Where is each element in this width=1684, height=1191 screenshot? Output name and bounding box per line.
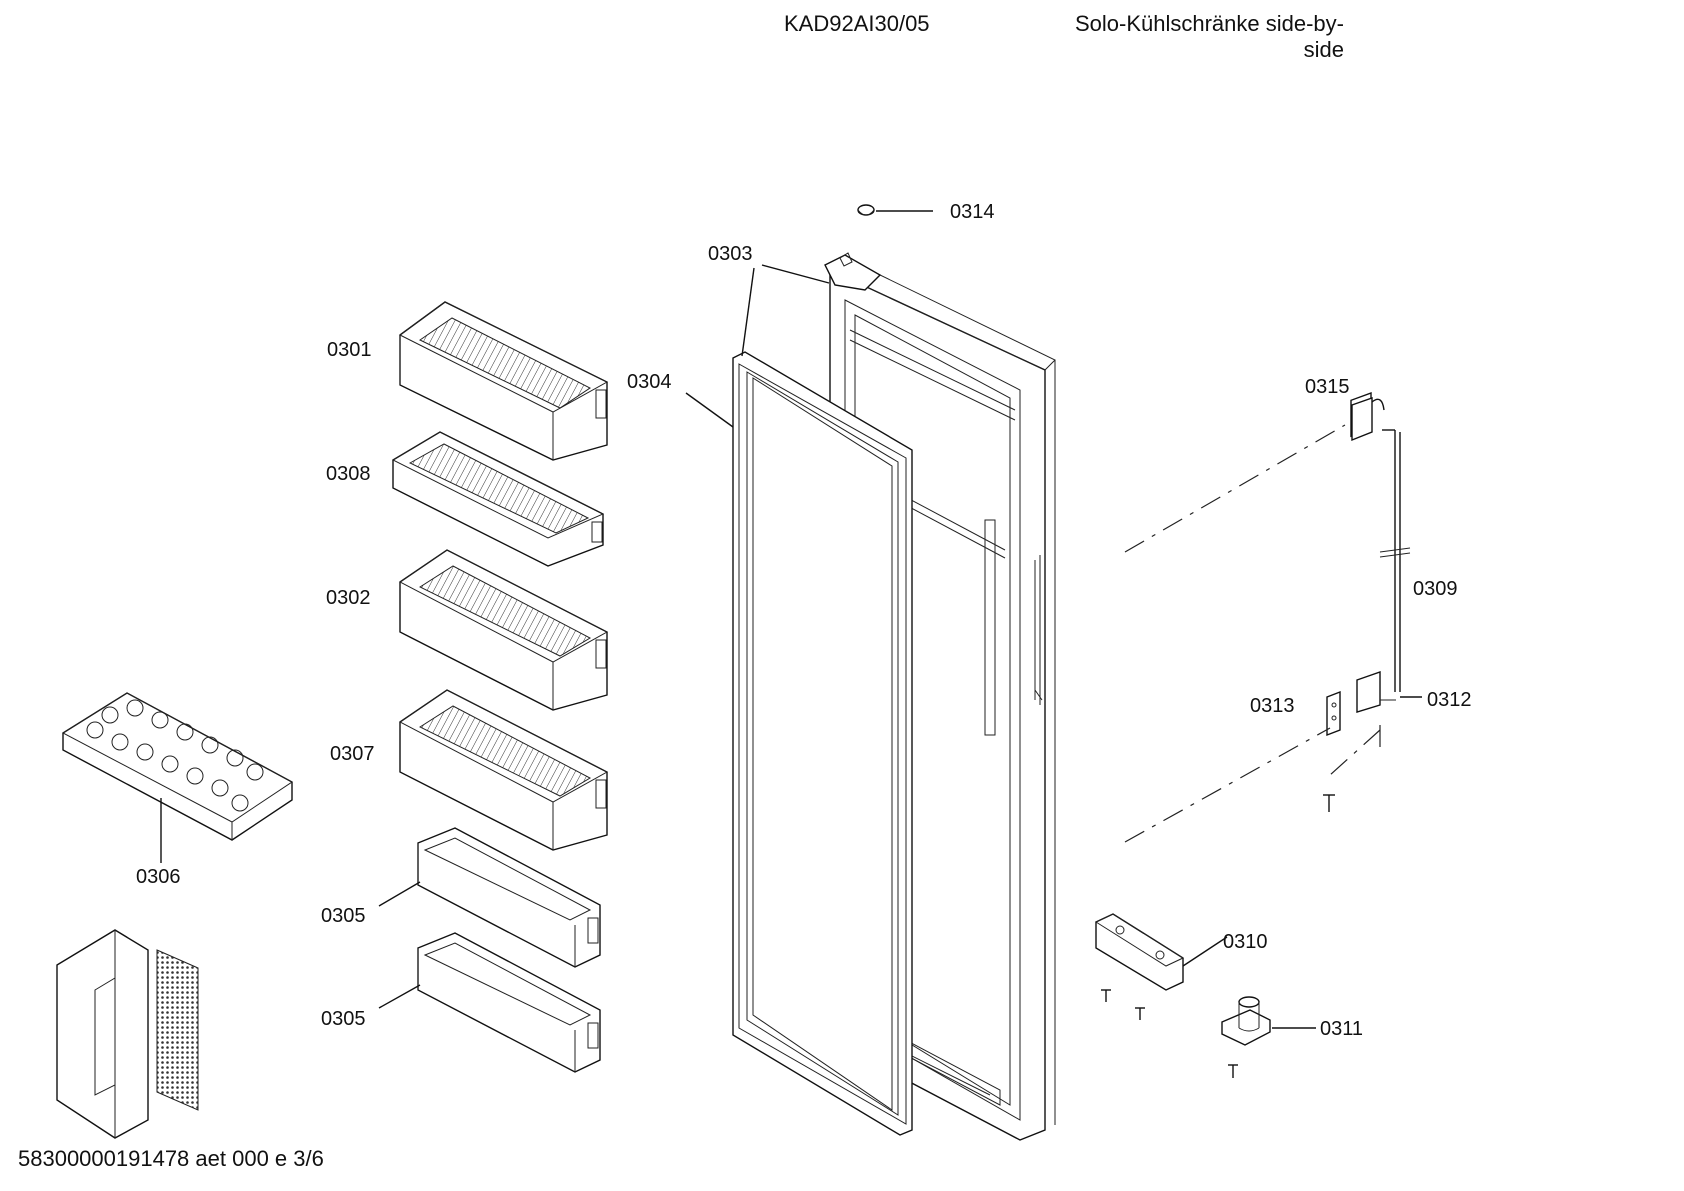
model-number: KAD92AI30/05 xyxy=(784,11,930,36)
product-description: Solo-Kühlschränke side-by-side xyxy=(1074,11,1344,62)
bottle-rack-upper-drawing xyxy=(417,827,601,968)
screw-hinge-drawing xyxy=(1323,794,1335,812)
hinge-assembly-drawing xyxy=(1326,392,1411,737)
label-0307: 0307 xyxy=(330,743,375,765)
bottom-pivot-drawing xyxy=(1221,996,1271,1078)
label-0311: 0311 xyxy=(1320,1018,1363,1040)
egg-tray-drawing xyxy=(61,692,293,841)
door-shelf-0307-drawing xyxy=(399,689,609,851)
label-0302: 0302 xyxy=(326,587,371,609)
hinge-axis-line-lower xyxy=(1124,727,1331,843)
door-shelf-0301-drawing xyxy=(399,301,609,461)
label-0309: 0309 xyxy=(1413,578,1458,600)
leader-lines xyxy=(160,264,1422,1029)
bottle-rack-lower-drawing xyxy=(417,932,601,1073)
label-0310: 0310 xyxy=(1223,931,1268,953)
top-cap-drawing xyxy=(857,204,933,216)
label-0314: 0314 xyxy=(950,201,995,223)
label-0308: 0308 xyxy=(326,463,371,485)
door-gasket-drawing xyxy=(732,351,913,1136)
document-code: 58300000191478 aet 000 e 3/6 xyxy=(18,1146,324,1171)
hinge-axis-line-upper xyxy=(1124,424,1346,553)
cabinet-illustration xyxy=(56,929,199,1139)
label-0315: 0315 xyxy=(1305,376,1350,398)
hinge-axis-line-screw xyxy=(1329,729,1381,776)
label-0305-upper: 0305 xyxy=(321,905,366,927)
label-0312: 0312 xyxy=(1427,689,1472,711)
label-0305-lower: 0305 xyxy=(321,1008,366,1030)
label-0306: 0306 xyxy=(136,866,181,888)
label-0301: 0301 xyxy=(327,339,372,361)
label-0303: 0303 xyxy=(708,243,753,265)
door-shelf-0308-drawing xyxy=(391,431,605,567)
screw-bracket-right-drawing xyxy=(1135,1007,1145,1020)
screw-bracket-left-drawing xyxy=(1101,989,1111,1002)
door-shelf-0302-drawing xyxy=(399,549,609,711)
bottom-bracket-drawing xyxy=(1094,913,1185,991)
label-0304: 0304 xyxy=(627,371,672,393)
label-0313: 0313 xyxy=(1250,695,1295,717)
